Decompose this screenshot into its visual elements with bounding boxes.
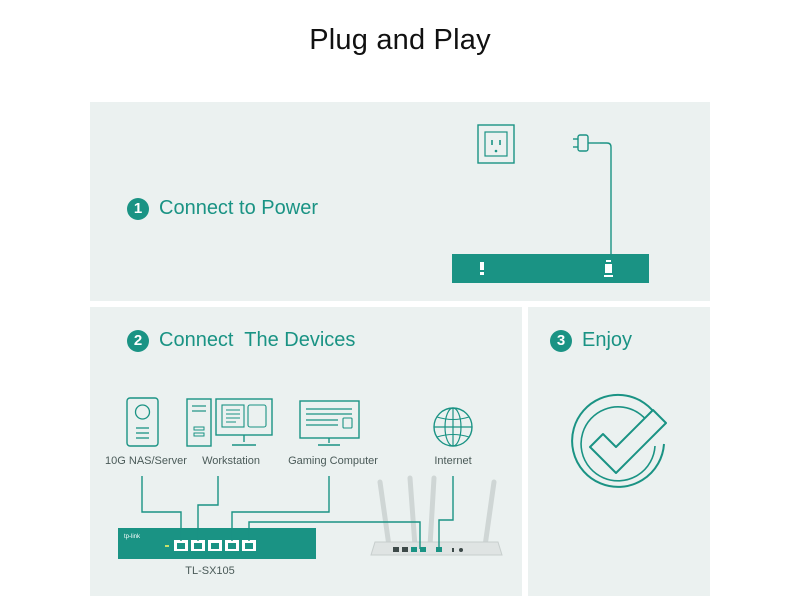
label-switch-model: TL-SX105 [185,565,235,577]
power-outlet-icon [477,124,515,164]
step-2-label: Connect The Devices [159,329,356,351]
nas-server-icon [126,397,159,447]
device-cables [141,476,454,549]
label-workstation: Workstation [202,455,260,467]
power-cable [600,142,612,262]
label-gaming-computer: Gaming Computer [288,455,378,467]
step-2-number: 2 [127,329,149,352]
step-1-heading: 1 Connect to Power [127,197,318,220]
step-1-label: Connect to Power [159,197,318,219]
step-3-label: Enjoy [582,329,633,351]
label-nas-server: 10G NAS/Server [105,455,187,467]
workstation-icon [186,398,273,447]
switch-back-panel [452,254,649,283]
switch-brand-logo: tp-link [124,534,141,540]
switch-icon [118,528,316,559]
router-icon [370,475,503,556]
globe-icon [433,407,473,447]
step-2-heading: 2 Connect The Devices [127,329,355,352]
step-3-number: 3 [550,329,572,352]
gaming-computer-icon [299,400,360,446]
label-internet: Internet [434,455,472,467]
power-plug-icon [573,134,600,152]
step-1-number: 1 [127,197,149,220]
page-title: Plug and Play [309,24,491,56]
checkmark-circle-icon [571,393,667,488]
step-3-heading: 3 Enjoy [550,329,632,352]
